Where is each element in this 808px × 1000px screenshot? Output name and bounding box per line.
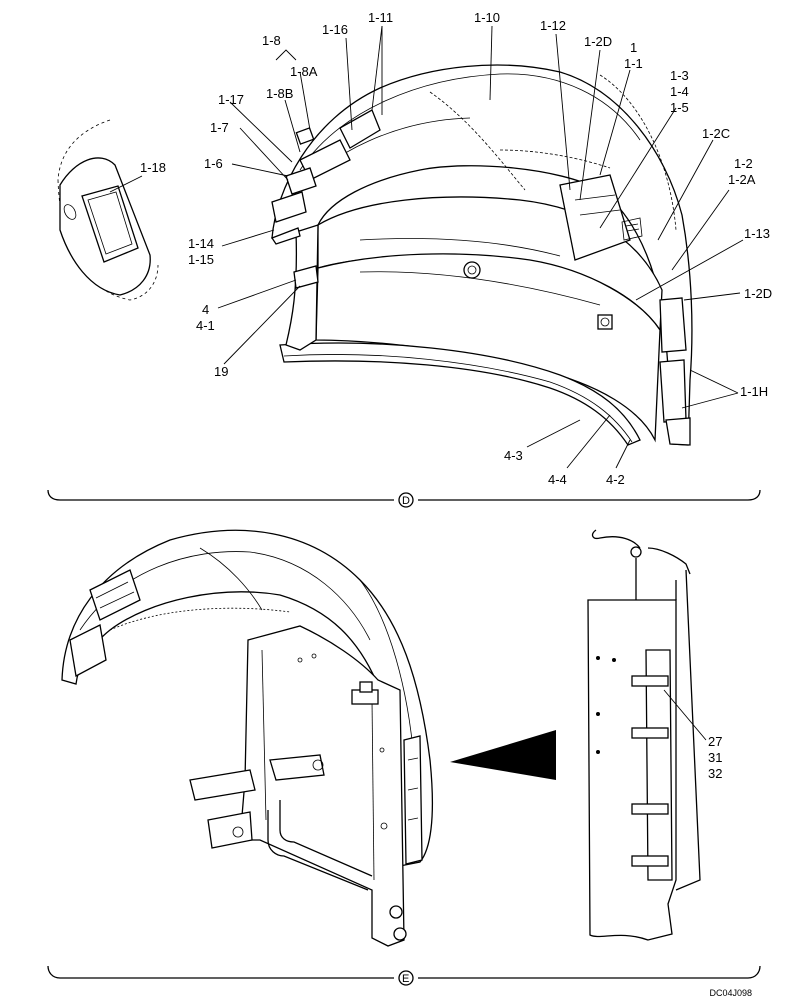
upper-view-fender: [271, 64, 693, 446]
label-1-7: 1-7: [210, 120, 229, 135]
label-1-10: 1-10: [474, 10, 500, 25]
label-1-8a: 1-8A: [290, 64, 318, 79]
label-27: 27: [708, 734, 722, 749]
section-marker-e: E: [402, 973, 409, 985]
label-1: 1: [630, 40, 637, 55]
drawing-code: DC04J098: [709, 988, 752, 998]
label-1-2c: 1-2C: [702, 126, 730, 141]
labels-lower: 27 31 32: [708, 734, 722, 781]
leader-lines-upper: [109, 25, 744, 469]
label-4-2: 4-2: [606, 472, 625, 487]
label-4: 4: [202, 302, 209, 317]
label-31: 31: [708, 750, 722, 765]
label-1-4: 1-4: [670, 84, 689, 99]
label-1-8: 1-8: [262, 33, 281, 48]
label-1-16: 1-16: [322, 22, 348, 37]
label-1-14: 1-14: [188, 236, 214, 251]
label-1-2: 1-2: [734, 156, 753, 171]
label-1-2a: 1-2A: [728, 172, 756, 187]
label-1-12: 1-12: [540, 18, 566, 33]
label-32: 32: [708, 766, 722, 781]
label-1-5: 1-5: [670, 100, 689, 115]
inset-detail-1-18: [57, 119, 159, 301]
label-1-3: 1-3: [670, 68, 689, 83]
label-1-8b: 1-8B: [266, 86, 293, 101]
lower-view-fender: [61, 529, 434, 947]
label-1-1h: 1-1H: [740, 384, 768, 399]
label-1-2d-top: 1-2D: [584, 34, 612, 49]
view-direction-wedge: [450, 730, 556, 780]
label-1-18: 1-18: [140, 160, 166, 175]
label-1-2d-side: 1-2D: [744, 286, 772, 301]
label-1-1: 1-1: [624, 56, 643, 71]
label-1-13: 1-13: [744, 226, 770, 241]
label-1-6: 1-6: [204, 156, 223, 171]
label-19: 19: [214, 364, 228, 379]
labels-upper: 1-8 1-8A 1-8B 1-16 1-11 1-10 1-12 1-2D 1…: [140, 10, 772, 487]
section-marker-d: D: [402, 495, 410, 507]
label-1-11: 1-11: [368, 10, 393, 25]
section-bracket-e: E: [47, 965, 761, 986]
label-1-17: 1-17: [218, 92, 244, 107]
label-4-1: 4-1: [196, 318, 215, 333]
section-bracket-d: D: [47, 489, 761, 508]
label-4-3: 4-3: [504, 448, 523, 463]
hinge-detail: [587, 529, 707, 941]
label-1-15: 1-15: [188, 252, 214, 267]
label-4-4: 4-4: [548, 472, 567, 487]
